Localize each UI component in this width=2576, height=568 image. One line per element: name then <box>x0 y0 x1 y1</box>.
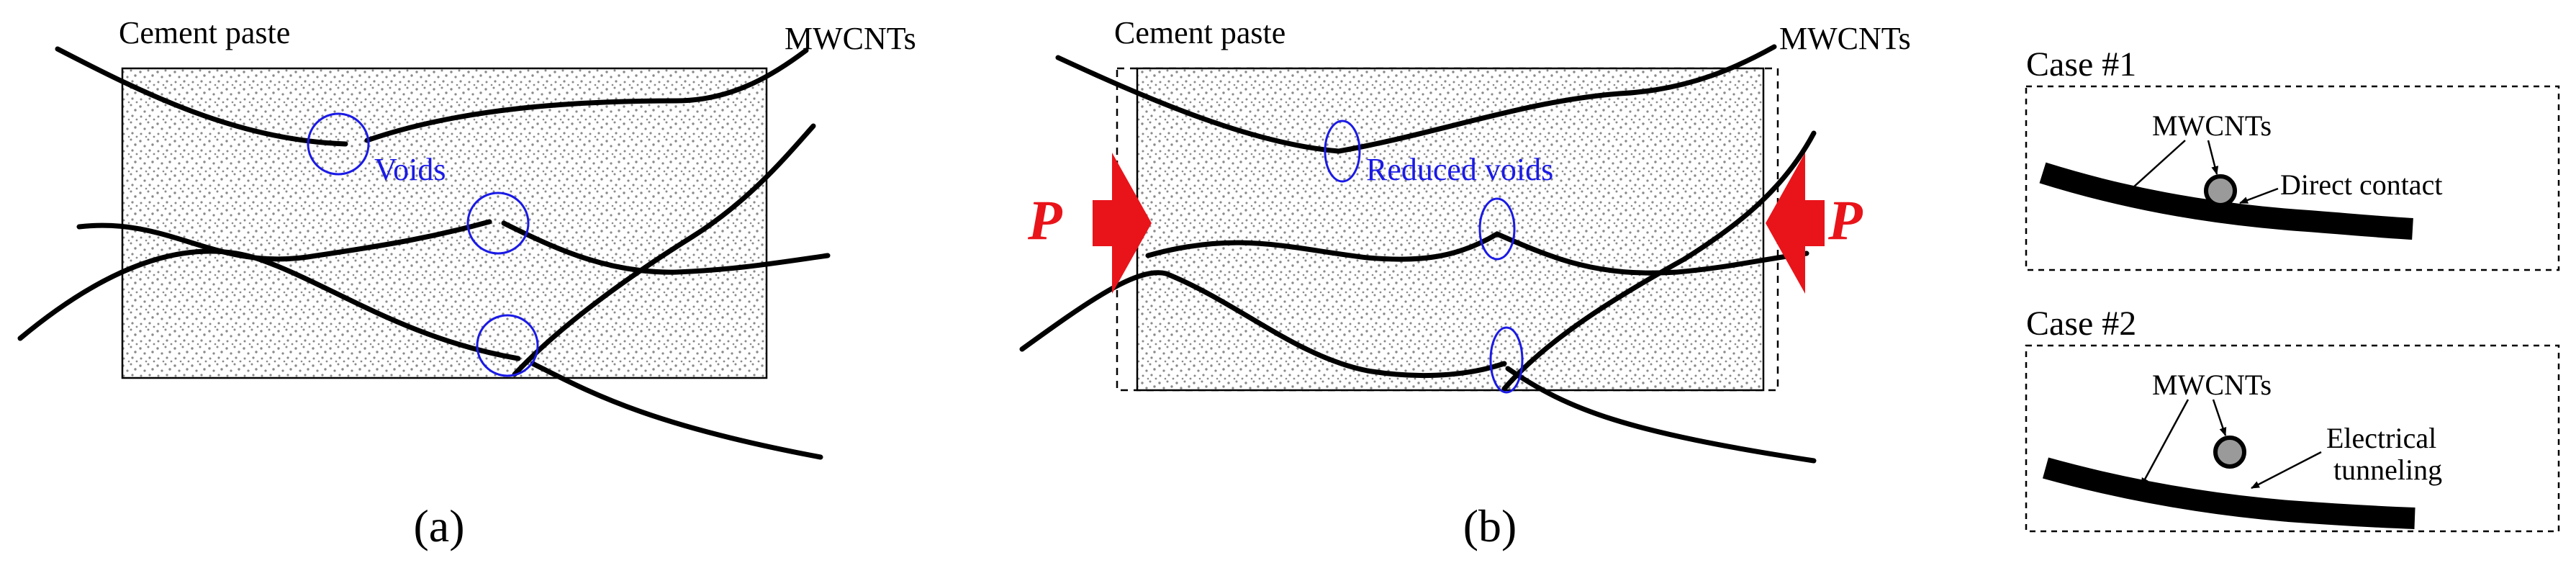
void-circle <box>476 314 539 377</box>
voids-label: Voids <box>374 152 446 187</box>
pointer-line <box>2212 399 2227 436</box>
case-2-panel: Case #2 MWCNTs Electrical tunneling <box>2025 305 2560 533</box>
force-label-right: P <box>1827 189 1863 251</box>
fiber-lower-right <box>1505 366 1817 464</box>
reduced-void-ellipse <box>1489 326 1524 394</box>
pointer-line <box>2140 399 2189 487</box>
void-circle <box>466 191 530 255</box>
left-push-arrow <box>1093 153 1152 294</box>
fiber-long-descending <box>17 248 521 361</box>
panel-b: P P Cement paste MWCNTs Reduced voids (b… <box>1019 15 1911 551</box>
fiber-top-left <box>55 46 348 147</box>
case-1-mwcnts-label: MWCNTs <box>2152 109 2272 142</box>
mwcnt-fiber-large <box>2039 162 2413 240</box>
fiber-lower-right <box>530 361 823 460</box>
fiber-middle-right <box>501 220 831 275</box>
caption-b: (b) <box>1463 500 1517 551</box>
case-1-box <box>2025 85 2560 271</box>
reduced-voids-label: Reduced voids <box>1366 152 1553 187</box>
mwcnt-cross-section <box>2213 436 2246 469</box>
fiber-top-right <box>364 48 809 143</box>
fiber-rising <box>1501 130 1817 392</box>
mwcnt-cross-section <box>2204 174 2237 207</box>
tunneling-label-line1: Electrical <box>2326 422 2436 454</box>
void-markers <box>1324 120 1524 394</box>
compressed-cement-block <box>1136 67 1765 392</box>
case-1-panel: Case #1 MWCNTs Direct contact <box>2025 45 2560 271</box>
right-push-arrow <box>1766 153 1825 294</box>
caption-a: (a) <box>413 500 464 551</box>
mwcnts-label: MWCNTs <box>785 21 916 56</box>
pointer-line <box>2251 451 2322 490</box>
case-1-title: Case #1 <box>2026 45 2136 84</box>
case-2-title: Case #2 <box>2026 305 2136 343</box>
pointer-line <box>2207 140 2219 175</box>
reduced-void-ellipse <box>1478 197 1516 261</box>
pointer-line <box>2125 140 2186 195</box>
force-arrow-left: P <box>1027 153 1152 294</box>
force-label-left: P <box>1027 189 1063 251</box>
case-2-mwcnts-label: MWCNTs <box>2152 369 2272 401</box>
fiber-long-descending <box>1019 270 1507 379</box>
force-arrow-right: P <box>1766 153 1863 294</box>
mwcnt-fibers <box>17 46 831 460</box>
direct-contact-label: Direct contact <box>2280 168 2442 201</box>
void-circle <box>307 112 370 176</box>
reduced-void-ellipse <box>1324 120 1361 183</box>
mwcnt-fiber-large <box>2042 457 2415 529</box>
fiber-rising <box>512 123 816 377</box>
cement-paste-label: Cement paste <box>119 15 290 50</box>
case-2-box <box>2025 344 2560 533</box>
tunneling-label-line2: tunneling <box>2333 454 2442 486</box>
mwcnt-fibers <box>1019 44 1817 464</box>
cement-paste-block <box>121 67 768 379</box>
fiber-middle-left <box>76 219 492 262</box>
void-markers <box>307 112 539 377</box>
pointer-line <box>2239 187 2279 204</box>
fiber-middle <box>1145 231 1809 276</box>
fiber-top <box>1055 44 1777 154</box>
cement-paste-label: Cement paste <box>1114 15 1285 50</box>
mwcnts-label: MWCNTs <box>1779 21 1911 56</box>
panel-a: Cement paste MWCNTs Voids (a) <box>17 15 916 551</box>
